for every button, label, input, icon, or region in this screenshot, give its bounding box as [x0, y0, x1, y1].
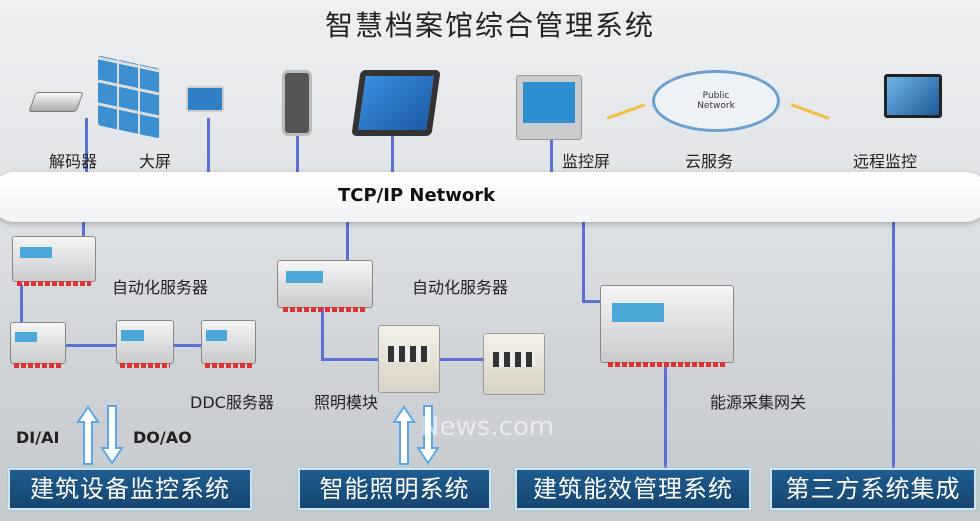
bidirectional-arrow-icon	[76, 405, 124, 465]
label-monitor-screen: 监控屏	[562, 152, 611, 171]
label-big-screen: 大屏	[139, 152, 172, 171]
monitor-screen-icon	[516, 75, 582, 140]
lighting-module-icon	[378, 325, 440, 393]
label-do-ao: DO/AO	[133, 428, 192, 447]
tcp-ip-network-bar: TCP/IP Network	[0, 172, 980, 222]
video-wall-icon	[98, 55, 160, 139]
automation-server-2-icon	[277, 260, 373, 312]
link-light-v	[321, 308, 324, 360]
label-auto-server-1: 自动化服务器	[112, 278, 209, 297]
ddc-controller-icon	[201, 320, 256, 368]
label-lighting: 照明模块	[314, 393, 379, 412]
link-auto1	[82, 220, 85, 240]
wireless-link-icon	[790, 103, 830, 120]
ddc-controller-icon	[10, 322, 66, 368]
cloud-text-line1: Public	[702, 91, 730, 101]
link-gateway-v	[582, 220, 585, 302]
watermark: News.com	[420, 412, 555, 442]
ddc-controller-icon	[116, 320, 174, 368]
link-tablet	[391, 135, 394, 175]
lighting-module-icon	[483, 333, 545, 395]
link-phone	[296, 135, 299, 175]
label-auto-server-2: 自动化服务器	[412, 278, 509, 297]
link-auto2	[346, 220, 349, 262]
link-screen	[207, 118, 210, 174]
tablet-icon	[351, 70, 441, 136]
energy-gateway-icon	[600, 285, 734, 367]
smartphone-icon	[282, 70, 312, 136]
system-energy-management: 建筑能效管理系统	[515, 468, 751, 510]
link-thirdparty	[892, 220, 895, 470]
label-decoder: 解码器	[49, 152, 98, 171]
network-label: TCP/IP Network	[338, 185, 496, 206]
automation-server-1-icon	[12, 236, 96, 286]
system-building-equipment: 建筑设备监控系统	[8, 468, 252, 510]
remote-monitor-icon	[884, 74, 942, 118]
system-third-party: 第三方系统集成	[770, 468, 976, 510]
label-remote: 远程监控	[853, 152, 918, 171]
label-cloud: 云服务	[685, 152, 734, 171]
diagram-title: 智慧档案馆综合管理系统	[324, 9, 655, 42]
label-ddc: DDC服务器	[190, 393, 274, 412]
link-monitor	[550, 140, 553, 174]
bidirectional-arrow-icon	[392, 405, 440, 465]
label-di-ai: DI/AI	[16, 428, 60, 447]
link-decoder	[85, 118, 88, 174]
link-energy	[664, 355, 667, 470]
link-ddc-v	[20, 285, 23, 325]
label-energy-gateway: 能源采集网关	[710, 393, 807, 412]
decoder-icon	[28, 92, 84, 112]
cloud-text-line2: Network	[697, 101, 735, 111]
wireless-link-icon	[606, 103, 646, 120]
link-gateway-h	[582, 300, 612, 303]
desktop-pc-icon	[186, 86, 224, 112]
system-smart-lighting: 智能照明系统	[298, 468, 491, 510]
